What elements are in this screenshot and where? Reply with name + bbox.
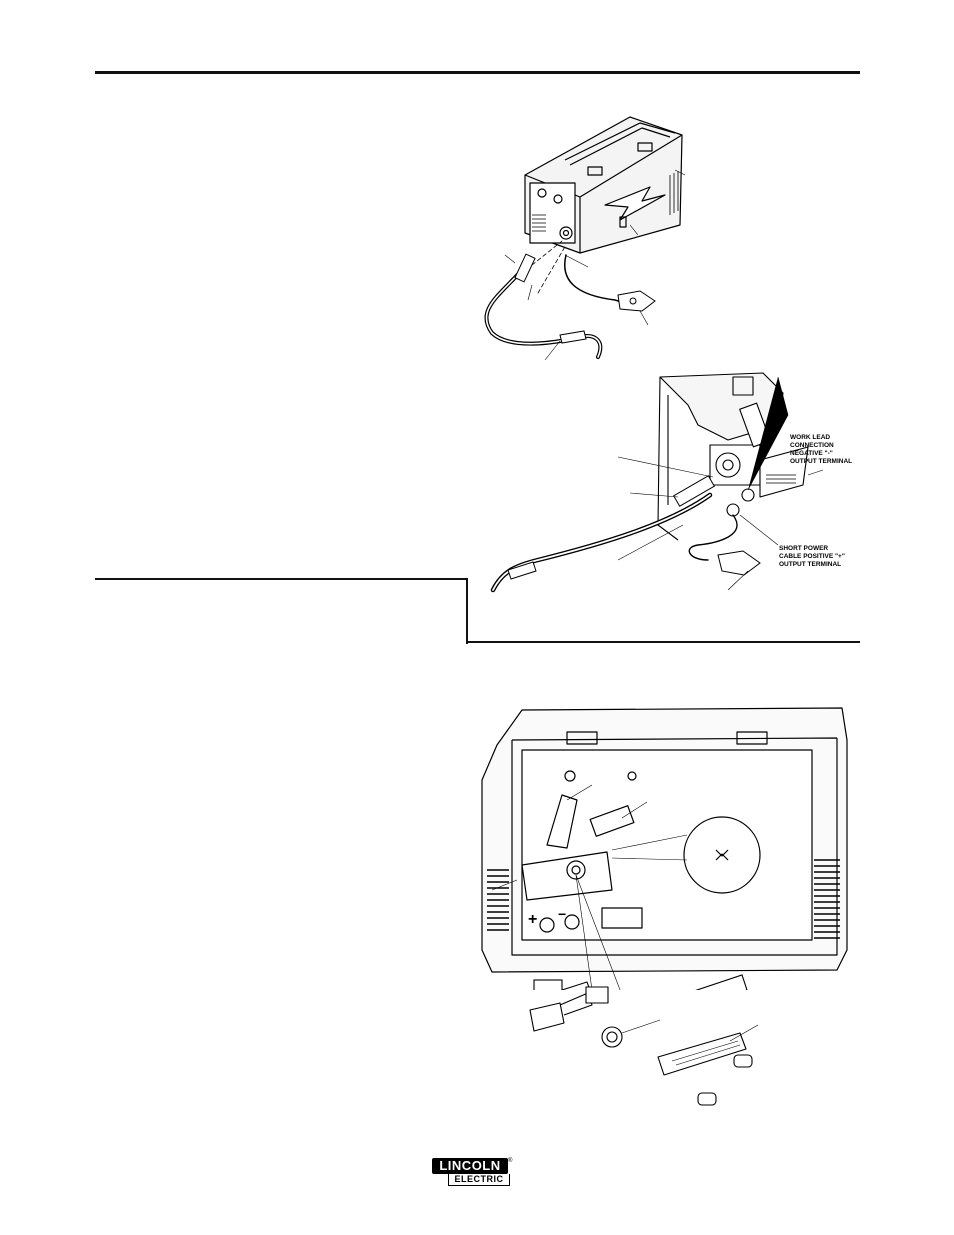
work-lead-line-2: CONNECTION [790,442,834,449]
short-power-line-1: SHORT POWER [779,545,829,552]
welder-overview-figure [484,116,686,361]
short-power-line-3: OUTPUT TERMINAL [779,561,842,568]
top-rule [95,71,860,74]
work-lead-line-1: WORK LEAD [790,434,831,441]
lincoln-electric-logo: LINCOLN ELECTRIC ® [432,1158,512,1188]
side-view-figure: + − [481,707,848,990]
logo-line-1: LINCOLN [432,1158,508,1174]
drive-parts-figure [529,986,759,1106]
section-rule-vertical [466,578,468,644]
short-power-callout: SHORT POWER CABLE POSITIVE "+" OUTPUT TE… [779,545,845,569]
work-lead-line-4: OUTPUT TERMINAL [790,458,853,465]
plus-terminal-mark: + [528,911,537,928]
section-rule-left [95,578,467,580]
section-rule-right [466,641,860,643]
work-lead-callout: WORK LEAD CONNECTION NEGATIVE "-" OUTPUT… [790,434,852,466]
work-lead-line-3: NEGATIVE "-" [790,450,833,457]
connection-detail-figure [490,372,824,593]
short-power-line-2: CABLE POSITIVE "+" [779,553,845,560]
minus-terminal-mark: − [558,906,566,922]
logo-line-2: ELECTRIC [448,1174,510,1186]
logo-registered-mark: ® [508,1158,513,1164]
